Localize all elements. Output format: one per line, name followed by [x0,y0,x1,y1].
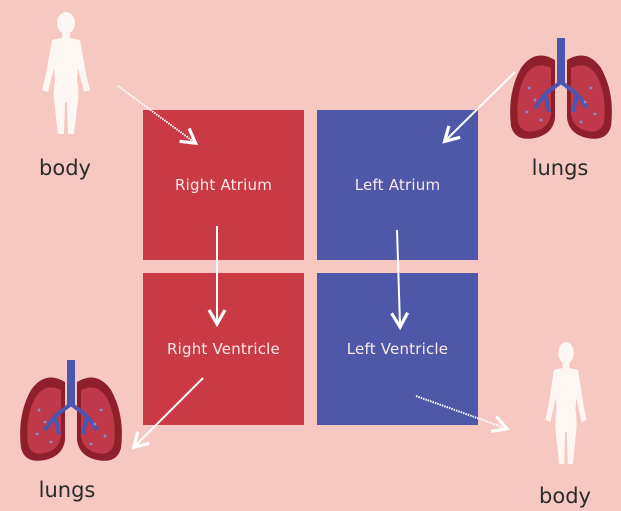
right-atrium-label: Right Atrium [175,176,272,194]
body-label-top-left: body [20,156,110,180]
left-ventricle-label: Left Ventricle [347,340,448,358]
lungs-icon [15,360,127,468]
lungs-icon [505,38,617,146]
body-label-bottom-right: body [520,484,610,508]
right-ventricle-chamber: Right Ventricle [143,273,304,425]
right-ventricle-label: Right Ventricle [167,340,280,358]
lungs-label-bottom-left: lungs [22,478,112,502]
human-body-icon [535,340,597,468]
left-atrium-label: Left Atrium [355,176,441,194]
left-atrium-chamber: Left Atrium [317,110,478,260]
right-atrium-chamber: Right Atrium [143,110,304,260]
lungs-label-top-right: lungs [515,156,605,180]
human-body-icon [30,10,102,138]
left-ventricle-chamber: Left Ventricle [317,273,478,425]
